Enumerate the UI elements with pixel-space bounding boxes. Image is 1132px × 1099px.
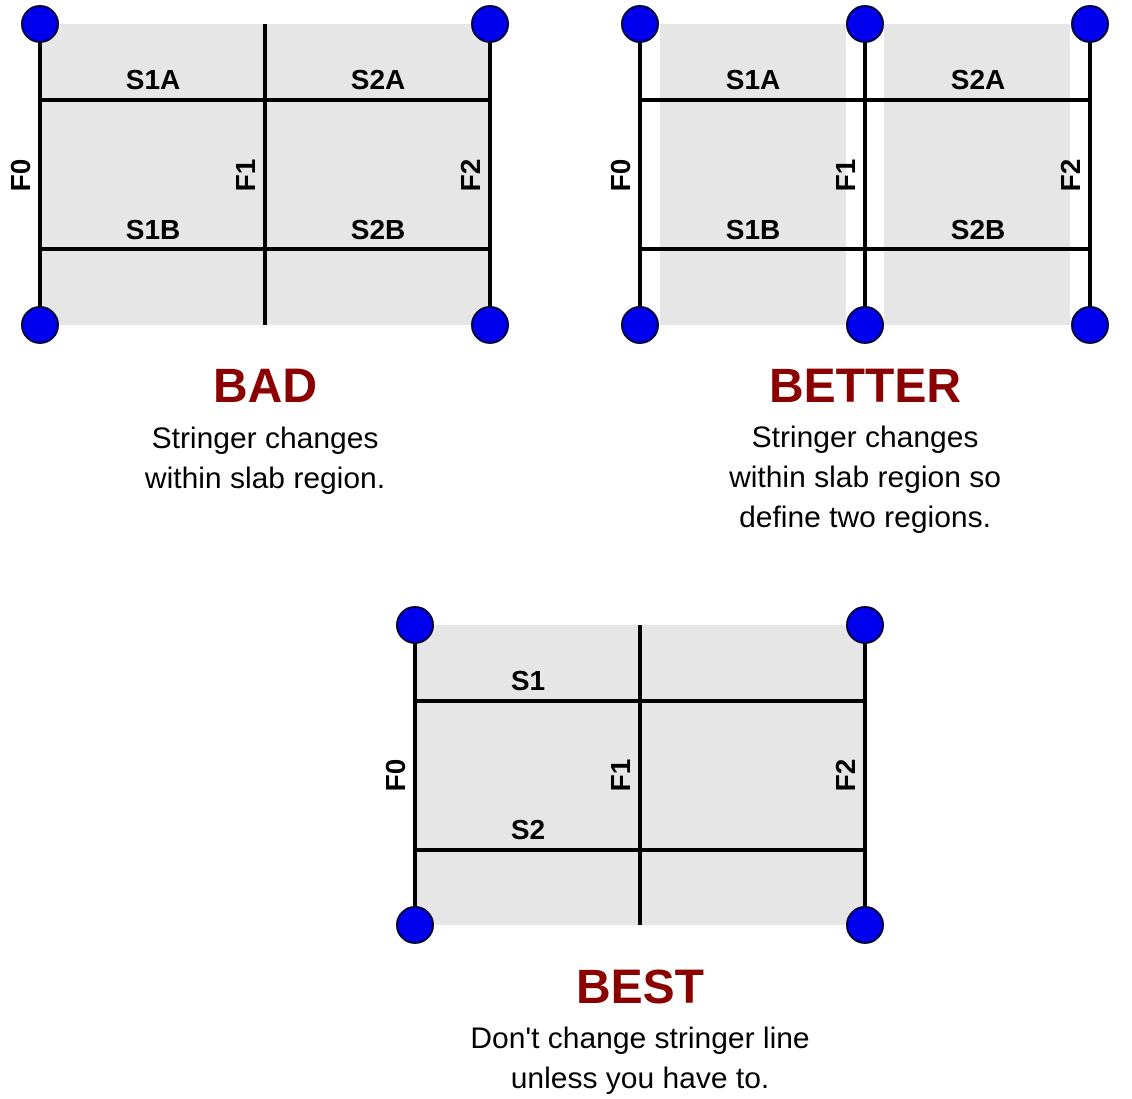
node-marker (846, 606, 884, 644)
slab-region-left (660, 24, 846, 325)
caption-line: within slab region so (728, 461, 1001, 494)
slab-region-right (884, 24, 1070, 325)
node-marker (396, 606, 434, 644)
node-marker (1071, 306, 1109, 344)
stringer-label-s2b: S2B (351, 214, 405, 245)
panel-title-best: BEST (576, 961, 704, 1014)
node-marker (621, 5, 659, 43)
caption-line: Stringer changes (752, 421, 979, 454)
beam-label-f0: F0 (380, 759, 411, 792)
node-marker (471, 306, 509, 344)
caption-line: define two regions. (739, 501, 991, 534)
node-marker (846, 906, 884, 944)
stringer-label-s2a: S2A (351, 64, 405, 95)
stringer-label-s2b: S2B (951, 214, 1005, 245)
beam-label-f0: F0 (5, 159, 36, 192)
stringer-label-s1a: S1A (726, 64, 780, 95)
node-marker (846, 306, 884, 344)
node-marker (1071, 5, 1109, 43)
stringer-label-s1: S1 (511, 665, 545, 696)
panel-bad: S1A S2A S1B S2B F0 F1 F2 BAD Stringer ch… (5, 5, 509, 495)
node-marker (621, 306, 659, 344)
beam-label-f2: F2 (830, 759, 861, 792)
beam-label-f0: F0 (605, 159, 636, 192)
stringer-label-s1b: S1B (726, 214, 780, 245)
panel-best: S1 S2 F0 F1 F2 BEST Don't change stringe… (380, 606, 884, 1095)
beam-label-f2: F2 (455, 159, 486, 192)
panel-title-bad: BAD (213, 360, 317, 413)
caption-line: unless you have to. (511, 1062, 770, 1095)
caption-line: within slab region. (144, 462, 385, 495)
stringer-label-s1a: S1A (126, 64, 180, 95)
node-marker (21, 5, 59, 43)
stringer-label-s2a: S2A (951, 64, 1005, 95)
stringer-label-s2: S2 (511, 814, 545, 845)
caption-line: Don't change stringer line (470, 1022, 809, 1055)
panel-title-better: BETTER (769, 360, 961, 413)
beam-label-f1: F1 (830, 159, 861, 192)
beam-label-f1: F1 (605, 759, 636, 792)
panel-better: S1A S2A S1B S2B F0 F1 F2 BETTER Stringer… (605, 5, 1109, 534)
node-marker (21, 306, 59, 344)
node-marker (471, 5, 509, 43)
stringer-label-s1b: S1B (126, 214, 180, 245)
beam-label-f1: F1 (230, 159, 261, 192)
caption-line: Stringer changes (152, 422, 379, 455)
node-marker (846, 5, 884, 43)
node-marker (396, 906, 434, 944)
beam-label-f2: F2 (1055, 159, 1086, 192)
